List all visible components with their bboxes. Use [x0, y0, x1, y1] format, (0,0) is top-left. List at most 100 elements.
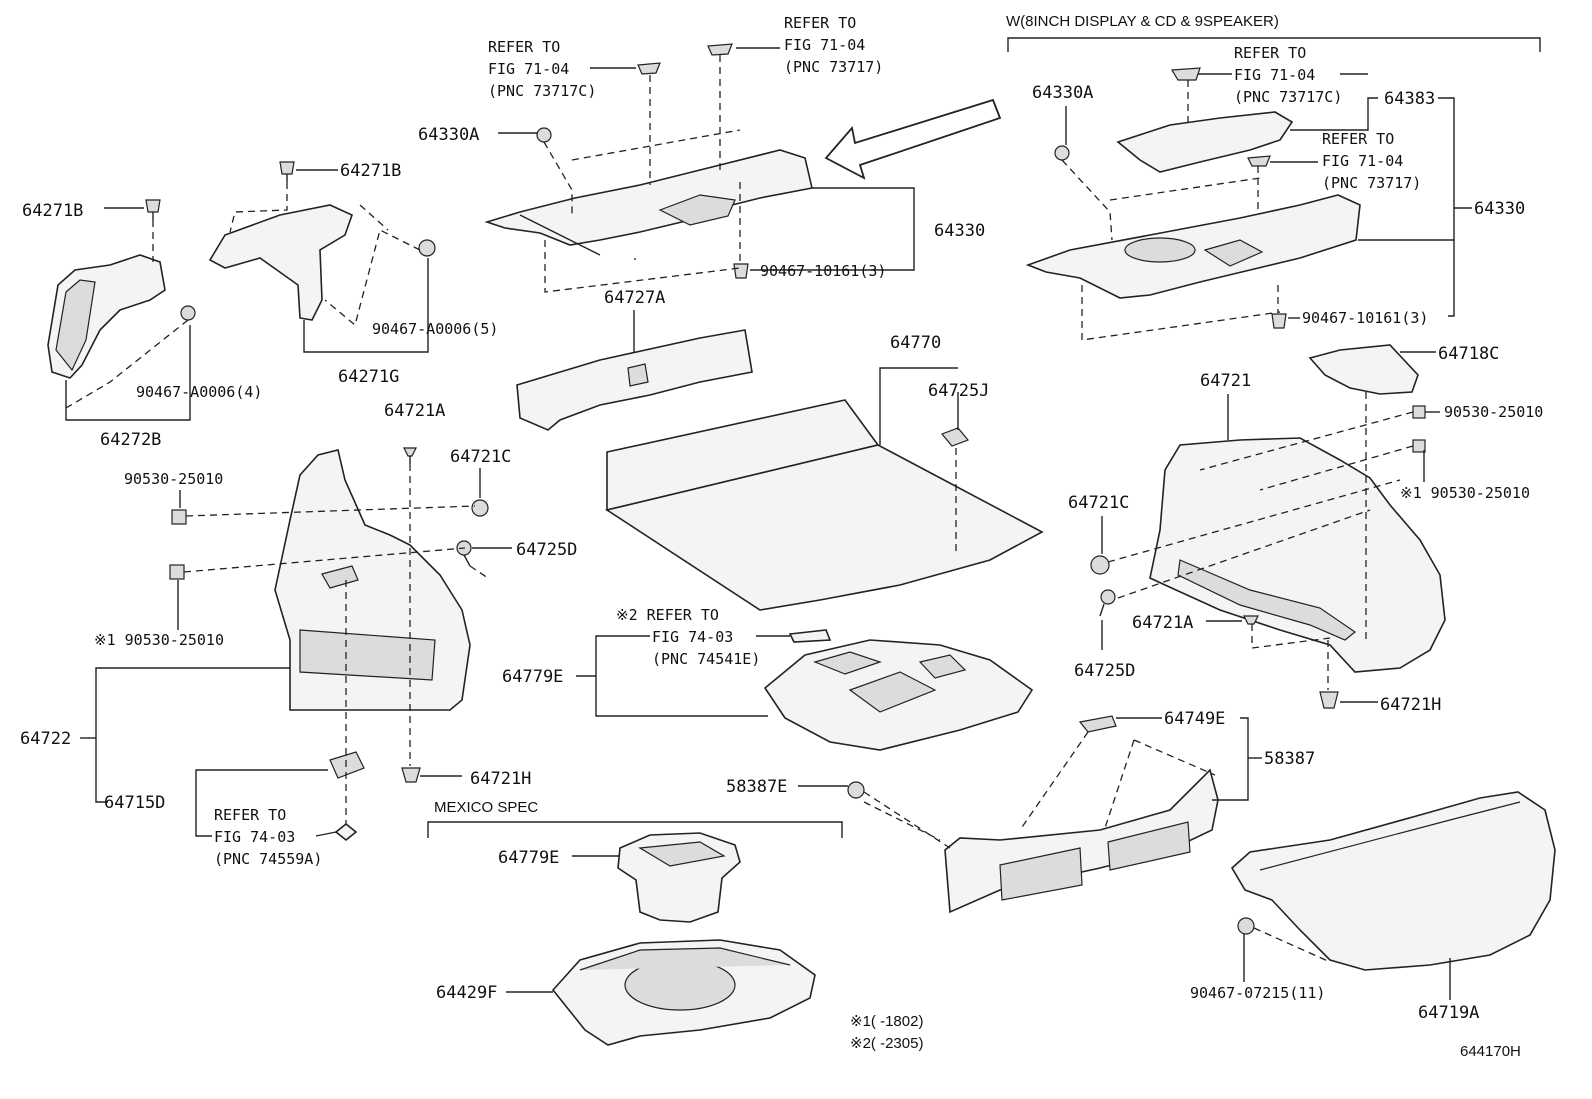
label-90530-c[interactable]: 90530-25010 [1444, 403, 1543, 421]
label-90467-10161-b[interactable]: 90467-10161(3) [1302, 309, 1428, 327]
refer-note-74559A[interactable]: REFER TO FIG 74-03 (PNC 74559A) [214, 806, 322, 868]
part-64727A-tray-trim [516, 329, 753, 431]
label-64271B-a[interactable]: 64271B [22, 201, 83, 221]
refer-line-3: (PNC 73717C) [488, 82, 596, 100]
label-64721C-b[interactable]: 64721C [1068, 493, 1129, 513]
label-90467-A0006-4[interactable]: 90467-A0006(4) [136, 383, 262, 401]
label-64330-b[interactable]: 64330 [1474, 199, 1525, 219]
refer-note-73717C-b[interactable]: REFER TO FIG 71-04 (PNC 73717C) [1234, 44, 1342, 106]
label-64725D-a[interactable]: 64725D [516, 540, 577, 560]
label-58387E[interactable]: 58387E [726, 777, 787, 797]
clip-64749E [1078, 715, 1117, 733]
part-64779E-spare-tray [617, 832, 741, 923]
refer-note-73717-b[interactable]: REFER TO FIG 71-04 (PNC 73717) [1322, 130, 1421, 192]
label-64721[interactable]: 64721 [1200, 371, 1251, 391]
refer-line-3: (PNC 73717) [1322, 174, 1421, 192]
refer-line-1: REFER TO [488, 38, 560, 56]
label-64770[interactable]: 64770 [890, 333, 941, 353]
label-64721A-b[interactable]: 64721A [1132, 613, 1193, 633]
label-64719A[interactable]: 64719A [1418, 1003, 1479, 1023]
label-90530-b[interactable]: ※1 90530-25010 [94, 631, 224, 649]
header-mexico-spec: MEXICO SPEC [434, 799, 538, 816]
label-64383[interactable]: 64383 [1384, 89, 1435, 109]
part-64271G-pillar-garnish [208, 204, 353, 321]
footnote-1: ※1( -1802) [850, 1013, 923, 1030]
marker-74541E [788, 629, 832, 643]
label-64272B[interactable]: 64272B [100, 430, 161, 450]
clip-90467-07215 [1237, 917, 1255, 935]
clip-64330A-b [1054, 145, 1070, 161]
part-64330-package-tray [484, 149, 813, 256]
label-64725J[interactable]: 64725J [928, 381, 989, 401]
clip-90467-10161-b [1271, 313, 1287, 329]
refer-line-2: FIG 71-04 [784, 36, 865, 54]
label-90467-07215[interactable]: 90467-07215(11) [1190, 984, 1325, 1002]
clip-64725J [940, 427, 970, 447]
label-64779E-a[interactable]: 64779E [502, 667, 563, 687]
refer-line-1: REFER TO [1234, 44, 1306, 62]
label-64725D-b[interactable]: 64725D [1074, 661, 1135, 681]
footnote-2: ※2( -2305) [850, 1035, 923, 1052]
clip-90530-c [1412, 405, 1426, 419]
clip-64271B-a [145, 199, 161, 220]
part-58387-sill-plate [944, 768, 1219, 914]
label-90467-A0006-5[interactable]: 90467-A0006(5) [372, 320, 498, 338]
label-90530-a[interactable]: 90530-25010 [124, 470, 223, 488]
label-64721C-a[interactable]: 64721C [450, 447, 511, 467]
part-64779E-storage-tray [763, 639, 1034, 751]
label-64715D[interactable]: 64715D [104, 793, 165, 813]
refer-line-1: REFER TO [214, 806, 286, 824]
clip-64721A-a [403, 447, 417, 464]
clip-64721C-b [1090, 555, 1110, 575]
label-64722[interactable]: 64722 [20, 729, 71, 749]
refer-line-2: FIG 74-03 [652, 628, 733, 646]
clip-64721A-b [1243, 615, 1259, 625]
part-64429F-spare-cover [551, 939, 816, 1046]
label-64271G[interactable]: 64271G [338, 367, 399, 387]
refer-note-74541E[interactable]: ※2 REFER TO FIG 74-03 (PNC 74541E) [616, 606, 760, 668]
part-64722-side-trim [274, 449, 471, 711]
clip-73717-b [1247, 155, 1271, 167]
refer-line-3: (PNC 73717C) [1234, 88, 1342, 106]
refer-note-73717-a[interactable]: REFER TO FIG 71-04 (PNC 73717) [784, 14, 883, 76]
refer-line-1: REFER TO [784, 14, 856, 32]
marker-74559A [334, 822, 358, 842]
label-64721H-a[interactable]: 64721H [470, 769, 531, 789]
label-64330A-b[interactable]: 64330A [1032, 83, 1093, 103]
clip-90530-d [1412, 439, 1426, 453]
clip-64721H-a [401, 767, 421, 783]
label-64779E-b[interactable]: 64779E [498, 848, 559, 868]
clip-90467-A0006-a [180, 305, 196, 321]
part-64770-floor-mat [605, 399, 1044, 611]
refer-line-3: (PNC 74541E) [652, 650, 760, 668]
label-64727A[interactable]: 64727A [604, 288, 665, 308]
refer-note-73717C-a[interactable]: REFER TO FIG 71-04 (PNC 73717C) [488, 38, 596, 100]
part-64719A-trunk-lid-trim [1230, 791, 1556, 971]
label-64330-a[interactable]: 64330 [934, 221, 985, 241]
label-90530-d[interactable]: ※1 90530-25010 [1400, 484, 1530, 502]
clip-73717C-a [637, 62, 661, 75]
label-64721H-b[interactable]: 64721H [1380, 695, 1441, 715]
label-64749E[interactable]: 64749E [1164, 709, 1225, 729]
part-64718C-cover [1308, 344, 1419, 395]
label-64721A-a[interactable]: 64721A [384, 401, 445, 421]
part-64721-side-trim [1149, 437, 1446, 673]
refer-line-3: (PNC 73717) [784, 58, 883, 76]
clip-64721C-a [471, 499, 489, 517]
label-58387[interactable]: 58387 [1264, 749, 1315, 769]
part-64272B-garnish [47, 254, 166, 379]
label-64330A-a[interactable]: 64330A [418, 125, 479, 145]
label-64718C[interactable]: 64718C [1438, 344, 1499, 364]
clip-90530-a [171, 509, 187, 525]
clip-64715D [329, 751, 365, 779]
clip-73717-a [707, 43, 733, 56]
label-64271B-b[interactable]: 64271B [340, 161, 401, 181]
label-90467-10161-a[interactable]: 90467-10161(3) [760, 262, 886, 280]
label-64429F[interactable]: 64429F [436, 983, 497, 1003]
direction-arrow [824, 98, 1002, 180]
clip-64725D-a [456, 540, 472, 567]
header-display-variant: W(8INCH DISPLAY & CD & 9SPEAKER) [1006, 13, 1279, 30]
clip-64725D-b [1099, 589, 1116, 617]
clip-73717C-b [1170, 67, 1201, 81]
